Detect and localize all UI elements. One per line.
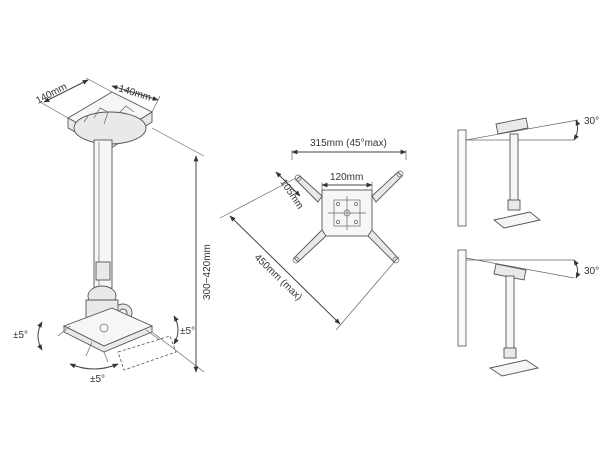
joint-bottom [503, 347, 517, 359]
pole-bottom [505, 275, 515, 353]
arm-spread-label: 315mm (45°max) [310, 138, 387, 149]
sloped-ceiling-top [465, 119, 579, 141]
bracket-arm-bottom-right [367, 229, 400, 264]
bracket-arm-top-left [294, 174, 323, 203]
bracket-arms-view: 315mm (45°max) 120mm 105mm [219, 138, 407, 331]
angle-bottom-label: 30° [584, 266, 599, 277]
tilt-bottom-label: ±5° [90, 374, 105, 385]
pole-top [509, 133, 519, 205]
tilt-left-label: ±5° [13, 330, 28, 341]
angle-arrow-bottom [573, 259, 581, 279]
projector-outline [117, 335, 177, 371]
sloped-ceiling-top-view: 30° [457, 116, 599, 229]
height-range-label: 300~420mm [202, 244, 213, 300]
tilt-right-arrow [173, 315, 179, 345]
tilt-right-label: ±5° [180, 326, 195, 337]
wall-top [457, 129, 467, 227]
arm-width-arrow [275, 171, 301, 197]
bracket-arm-bottom-left [292, 229, 327, 264]
arm-spread-dimension [291, 149, 407, 160]
center-plate [321, 189, 373, 237]
extension-pole [93, 139, 113, 289]
rotate-bottom-arrow [69, 363, 119, 370]
plate-width-a-label: 140mm [34, 81, 69, 106]
inner-width-label: 120mm [330, 172, 363, 183]
joint-top [507, 199, 521, 211]
projector-bracket [57, 307, 161, 363]
bracket-bottom [488, 359, 540, 377]
sloped-ceiling-bottom [465, 257, 575, 279]
diagonal-dimension [219, 177, 397, 331]
tilt-left-arrow [37, 321, 43, 351]
plate-dimensions [39, 77, 161, 119]
sloped-ceiling-bottom-view: 30° [457, 249, 599, 377]
angle-arrow-top [573, 119, 581, 141]
bracket-arm-top-right [371, 170, 404, 203]
ceiling-mount-view: 140mm 140mm [13, 77, 213, 385]
bracket-top [492, 211, 542, 229]
angle-top-label: 30° [584, 116, 599, 127]
wall-bottom [457, 249, 467, 347]
ceiling-plate-bottom [493, 263, 527, 281]
height-dimension [151, 127, 205, 373]
ceiling-plate-top [495, 117, 529, 135]
